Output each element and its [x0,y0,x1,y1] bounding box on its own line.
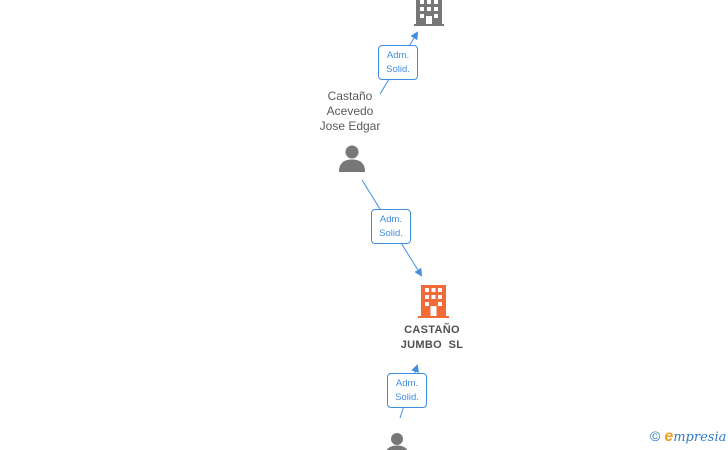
logo-text: mpresia [673,430,727,445]
role-line-1: Adm. [395,378,419,389]
role-box-middle[interactable]: Adm. Solid. [371,209,411,244]
role-line-2: Solid. [386,64,410,75]
person-top-name[interactable]: Castaño Acevedo Jose Edgar [300,89,400,134]
copyright-symbol: © [650,428,661,444]
role-line-2: Solid. [395,392,419,403]
logo-initial: e [664,428,674,445]
top-company-building-icon[interactable] [414,0,446,28]
role-box-top[interactable]: Adm. Solid. [378,45,418,80]
person-top-name-line-1: Castaño [327,89,373,103]
main-company-name[interactable]: CASTAÑO JUMBO SL [382,323,482,353]
main-company-name-line-1: CASTAÑO [404,324,460,336]
main-company-name-line-2: JUMBO SL [400,339,464,351]
role-line-2: Solid. [379,228,403,239]
person-top-icon[interactable] [338,144,366,172]
role-box-bottom[interactable]: Adm. Solid. [387,373,427,408]
person-top-name-line-3: Jose Edgar [319,119,381,133]
person-top-name-line-2: Acevedo [326,104,374,118]
role-line-1: Adm. [386,50,410,61]
person-bottom-icon[interactable] [384,431,410,450]
role-line-1: Adm. [379,214,403,225]
empresia-logo[interactable]: ©empresia [650,428,726,448]
main-company-building-icon[interactable] [418,285,450,319]
